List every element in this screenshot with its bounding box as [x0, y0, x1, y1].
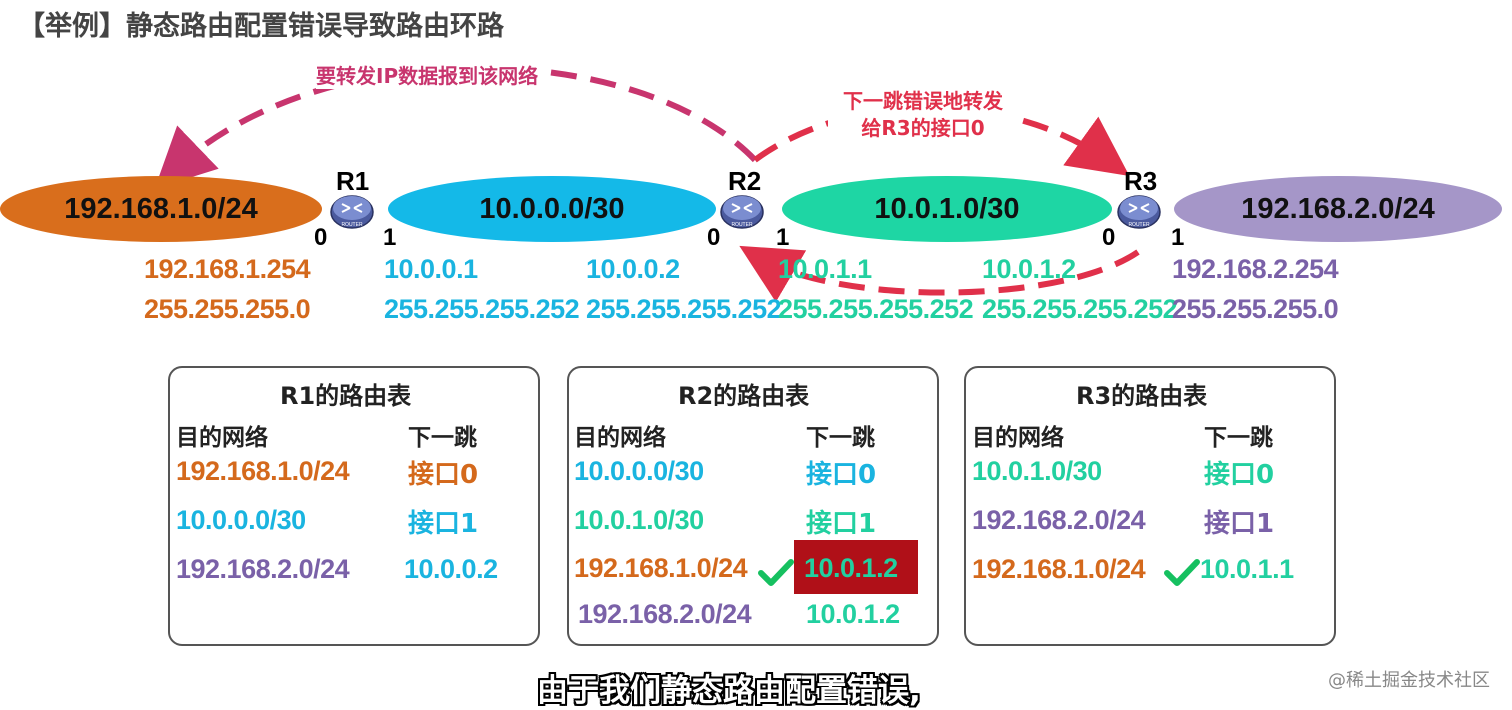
r2-col-hop: 下一跳	[806, 425, 875, 451]
r2-if1-ip: 10.0.1.1	[778, 254, 872, 284]
r2-port-0: 0	[707, 224, 721, 251]
r2-table-title: R2的路由表	[678, 382, 810, 410]
r2-if0-mask: 255.255.255.252	[586, 294, 782, 324]
loop-back-arrow	[739, 245, 1140, 303]
network-10-0-1-0: 10.0.1.0/30	[782, 176, 1112, 242]
svg-text:ROUTER: ROUTER	[1128, 222, 1150, 228]
table-row-dest: 192.168.1.0/24	[574, 553, 748, 583]
network-192-168-1-0: 192.168.1.0/24	[0, 176, 322, 242]
error-highlight	[794, 540, 918, 594]
table-row-hop: 接口0	[806, 460, 877, 490]
table-row-dest: 192.168.1.0/24	[176, 456, 350, 486]
r3-routing-table	[964, 366, 1336, 646]
table-row-hop: 10.0.0.2	[404, 554, 498, 584]
table-row-dest: 192.168.2.0/24	[578, 599, 752, 629]
checkmark-icon	[758, 559, 794, 586]
table-row-dest: 192.168.2.0/24	[176, 554, 350, 584]
wrong-hop-line1: 下一跳错误地转发	[843, 89, 1003, 113]
router-icon: ROUTER	[330, 195, 374, 229]
table-row-hop: 10.0.1.2	[804, 553, 898, 583]
table-row-hop: 10.0.1.2	[806, 599, 900, 629]
table-row-hop: 接口1	[1204, 509, 1275, 539]
table-row-hop: 接口0	[408, 460, 479, 490]
r2-if1-mask: 255.255.255.252	[778, 294, 974, 324]
r1-col-hop: 下一跳	[408, 425, 477, 451]
r1-if0-ip: 192.168.1.254	[144, 254, 311, 284]
table-row-hop: 10.0.1.1	[1200, 554, 1294, 584]
table-row-dest: 10.0.1.0/30	[972, 456, 1102, 486]
wrong-hop-line2: 给R3的接口0	[861, 116, 985, 140]
r1-port-1: 1	[383, 224, 397, 251]
r3-table-title: R3的路由表	[1076, 382, 1208, 410]
page-title: 【举例】静态路由配置错误导致路由环路	[18, 11, 504, 42]
network-192-168-2-0: 192.168.2.0/24	[1174, 176, 1502, 242]
r3-if0-ip: 10.0.1.2	[982, 254, 1076, 284]
forward-annotation: 要转发IP数据报到该网络	[316, 60, 539, 89]
table-row-dest: 192.168.1.0/24	[972, 554, 1146, 584]
router-r1-label: R1	[336, 166, 370, 196]
r1-if0-mask: 255.255.255.0	[144, 294, 311, 324]
r2-col-dest: 目的网络	[574, 425, 666, 451]
router-icon: ROUTER	[1117, 195, 1161, 229]
router-icon: ROUTER	[720, 195, 764, 229]
checkmark-icon	[1164, 559, 1200, 586]
table-row-dest: 10.0.0.0/30	[574, 456, 704, 486]
r3-port-0: 0	[1102, 224, 1116, 251]
r2-port-1: 1	[776, 224, 790, 251]
table-row-hop: 接口1	[806, 509, 877, 539]
r1-if1-mask: 255.255.255.252	[384, 294, 580, 324]
r2-routing-table	[567, 366, 939, 646]
r1-port-0: 0	[314, 224, 328, 251]
r3-port-1: 1	[1171, 224, 1185, 251]
r2-if0-ip: 10.0.0.2	[586, 254, 680, 284]
wrong-hop-annotation: 下一跳错误地转发 给R3的接口0	[828, 88, 1018, 142]
table-row-dest: 10.0.1.0/30	[574, 505, 704, 535]
table-row-hop: 接口1	[408, 509, 479, 539]
wrong-hop-arrow	[753, 104, 1130, 177]
table-row-dest: 192.168.2.0/24	[972, 505, 1146, 535]
watermark: @稀土掘金技术社区	[1328, 670, 1490, 691]
router-r3-label: R3	[1124, 166, 1158, 196]
router-r2-label: R2	[728, 166, 762, 196]
r3-col-hop: 下一跳	[1204, 425, 1273, 451]
r3-col-dest: 目的网络	[972, 425, 1064, 451]
r1-routing-table	[168, 366, 540, 646]
network-10-0-0-0: 10.0.0.0/30	[388, 176, 716, 242]
table-row-hop: 接口0	[1204, 460, 1275, 490]
table-row-dest: 10.0.0.0/30	[176, 505, 306, 535]
svg-text:ROUTER: ROUTER	[341, 222, 363, 228]
r3-if1-mask: 255.255.255.0	[1172, 294, 1339, 324]
r1-table-title: R1的路由表	[280, 382, 412, 410]
svg-text:ROUTER: ROUTER	[731, 222, 753, 228]
r1-if1-ip: 10.0.0.1	[384, 254, 478, 284]
r1-col-dest: 目的网络	[176, 425, 268, 451]
r3-if0-mask: 255.255.255.252	[982, 294, 1178, 324]
r3-if1-ip: 192.168.2.254	[1172, 254, 1339, 284]
video-subtitle: 由于我们静态路由配置错误,	[537, 673, 921, 709]
